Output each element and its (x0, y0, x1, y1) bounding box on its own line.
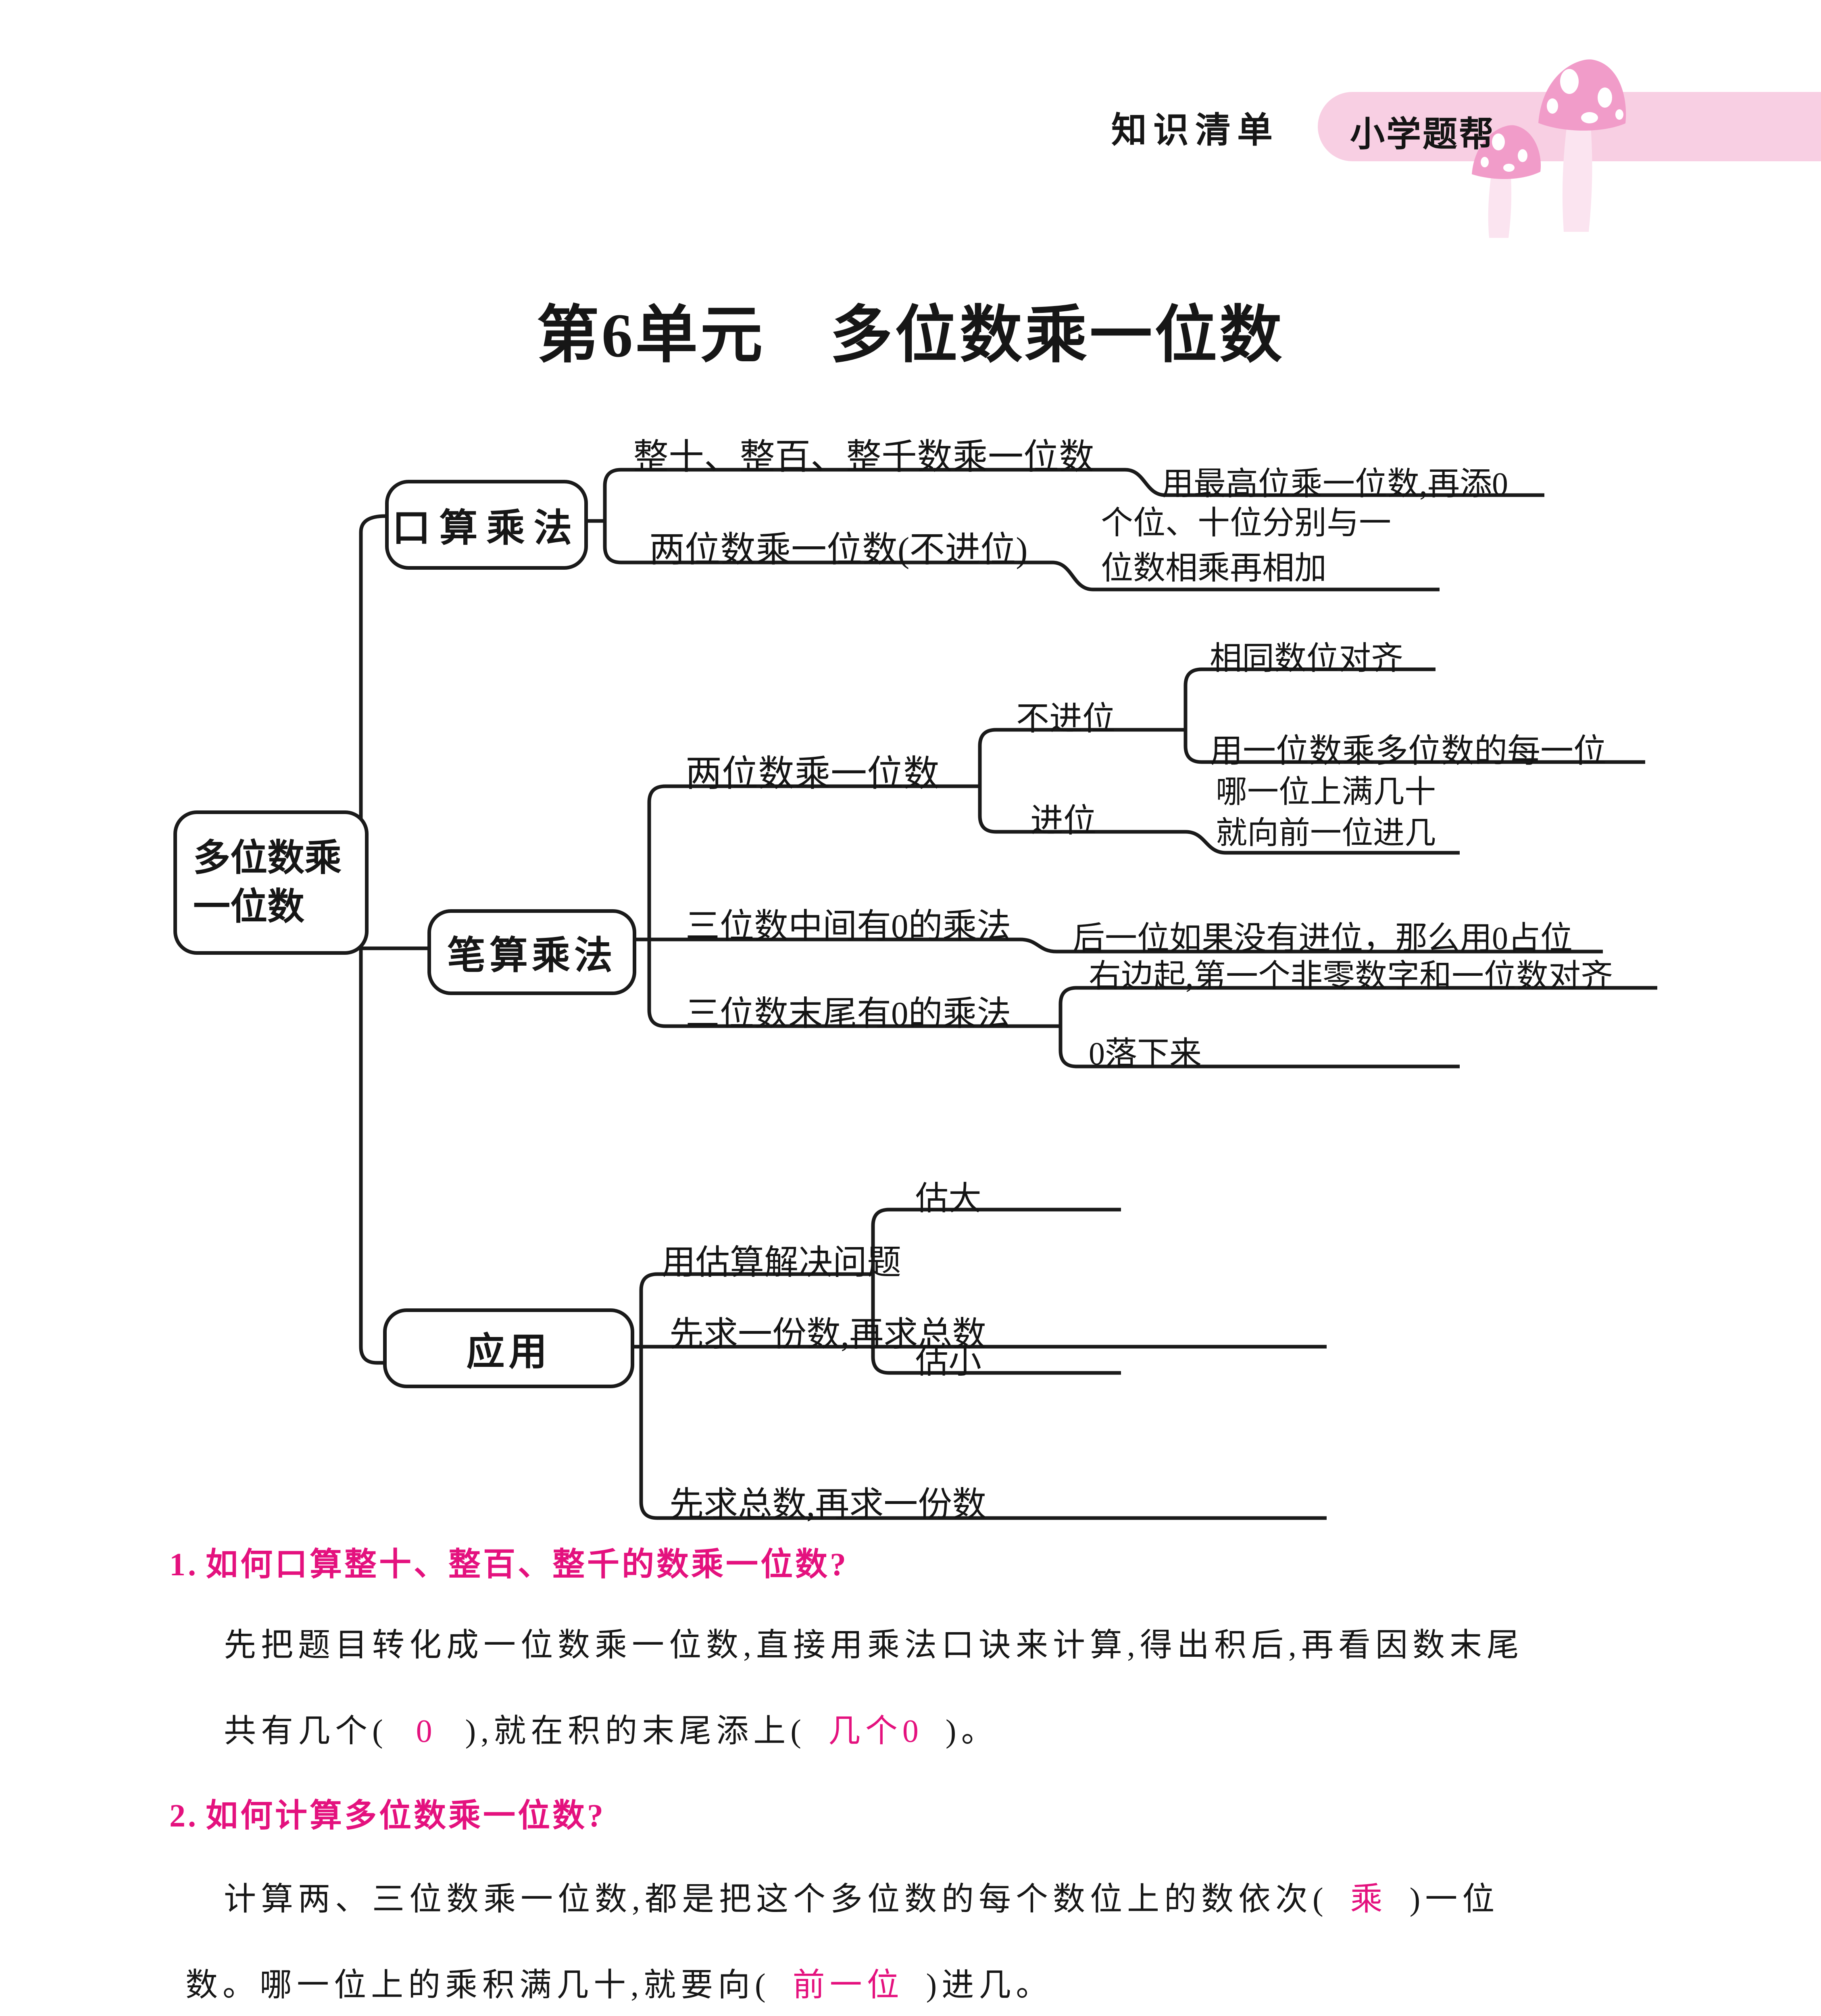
answer1-end: )。 (945, 1714, 998, 1749)
answer2-line2: 数。哪一位上的乘积满几十,就要向( 前一位 )进几。 (185, 1959, 1053, 2006)
root-line2: 一位数 (193, 886, 305, 927)
q1-header: 1.如何口算整十、整百、整千的数乘一位数? (169, 1538, 848, 1585)
header-corner-label: 知识清单 (1111, 111, 1279, 150)
answer1-blank1: 0 (416, 1714, 437, 1749)
answer1-line2: 共有几个( 0 ),就在积的末尾添上( 几个0 )。 (224, 1705, 998, 1752)
label-a2: 先求一份数,再求总数 (669, 1316, 987, 1354)
answer2-pre: 计算两、三位数乘一位数,都是把这个多位数的每个数位上的数依次( (224, 1882, 1328, 1917)
label-l1a: 用最高位乘一位数,再添0 (1161, 467, 1508, 502)
answer1-pre: 共有几个( (224, 1714, 388, 1749)
node-bisuan: 笔算乘法 (427, 909, 636, 995)
label-b1b: 哪一位上满几十 就向前一位进几 (1216, 771, 1436, 854)
root-line1: 多位数乘 (193, 837, 342, 879)
answer2-line1: 计算两、三位数乘一位数,都是把这个多位数的每个数位上的数依次( 乘 )一位 (224, 1873, 1499, 1920)
q1-number: 1. (169, 1547, 198, 1583)
label-b1-nojin: 不进位 (1016, 700, 1116, 737)
node-kousuan-label: 口算乘法 (392, 507, 581, 550)
label-a1: 用估算解决问题 (661, 1244, 902, 1282)
label-b1a2: 用一位数乘多位数的每一位 (1210, 733, 1607, 769)
label-b1-jin: 进位 (1030, 802, 1097, 839)
answer2-blank: 乘 (1350, 1882, 1388, 1917)
label-b3: 三位数末尾有0的乘法 (685, 995, 1011, 1033)
label-b3b: 0落下来 (1089, 1036, 1202, 1072)
node-kousuan: 口算乘法 (385, 480, 588, 570)
node-bisuan-label: 笔算乘法 (447, 934, 617, 977)
label-a1b: 估小 (915, 1343, 982, 1380)
label-b2a: 后一位如果没有进位，那么用0占位 (1073, 921, 1573, 956)
node-yingyong-label: 应用 (466, 1330, 551, 1373)
label-b1a1: 相同数位对齐 (1210, 641, 1403, 677)
label-a3: 先求总数,再求一份数 (669, 1486, 987, 1524)
label-b1: 两位数乘一位数 (685, 754, 940, 794)
label-b2: 三位数中间有0的乘法 (685, 908, 1011, 946)
node-yingyong: 应用 (383, 1308, 634, 1388)
q2-text: 如何计算多位数乘一位数? (206, 1798, 606, 1834)
mushrooms-icon (1472, 59, 1626, 238)
label-l2a-line2: 位数相乘再相加 (1101, 551, 1327, 586)
answer2b-end: )进几。 (926, 1968, 1053, 2003)
label-l2: 两位数乘一位数(不进位) (649, 531, 1028, 570)
answer2b-pre: 数。哪一位上的乘积满几十,就要向( (185, 1968, 771, 2003)
label-b1b-line1: 哪一位上满几十 (1216, 774, 1436, 809)
answer1-mid: ),就在积的末尾添上( (465, 1714, 806, 1749)
root-node: 多位数乘 一位数 (173, 810, 369, 955)
answer1-line1: 先把题目转化成一位数乘一位数,直接用乘法口诀来计算,得出积后,再看因数末尾 (224, 1628, 1524, 1663)
answer1-blank2: 几个0 (828, 1714, 923, 1749)
label-l2a: 个位、十位分别与一 位数相乘再相加 (1101, 501, 1391, 591)
label-a1a: 估大 (915, 1180, 982, 1217)
label-b3a: 右边起,第一个非零数字和一位数对齐 (1089, 959, 1613, 994)
answer2b-blank: 前一位 (792, 1968, 904, 2003)
label-l1: 整十、整百、整千数乘一位数 (633, 438, 1095, 477)
label-l2a-line1: 个位、十位分别与一 (1101, 506, 1391, 541)
q2-header: 2.如何计算多位数乘一位数? (169, 1789, 606, 1836)
q2-number: 2. (169, 1798, 198, 1834)
brand-badge: 小学题帮 (1350, 115, 1495, 154)
label-b1b-line2: 就向前一位进几 (1216, 815, 1436, 850)
page-title: 第6单元 多位数乘一位数 (536, 300, 1285, 370)
answer2-end: )一位 (1409, 1882, 1500, 1917)
q1-text: 如何口算整十、整百、整千的数乘一位数? (206, 1547, 848, 1583)
